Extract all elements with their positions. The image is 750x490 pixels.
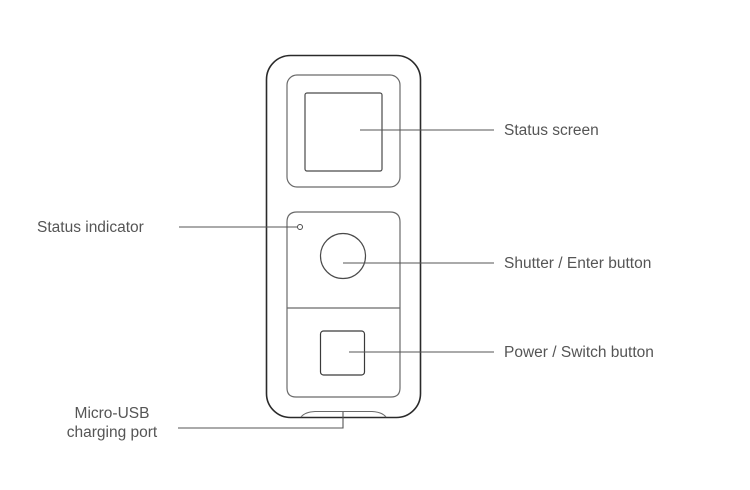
label-shutter-enter-button: Shutter / Enter button [504, 255, 652, 272]
label-micro-usb-port: Micro-USB charging port [52, 404, 172, 442]
label-status-indicator: Status indicator [37, 219, 144, 236]
status-screen-bezel [286, 74, 401, 188]
label-status-screen: Status screen [504, 122, 599, 139]
device-body [265, 54, 422, 419]
micro-usb-port [300, 410, 387, 418]
label-micro-usb-line2: charging port [66, 424, 158, 441]
status-screen [304, 92, 383, 172]
label-micro-usb-line1: Micro-USB [74, 405, 150, 422]
leader-line-micro-usb [178, 412, 344, 429]
label-power-switch-button: Power / Switch button [504, 344, 654, 361]
button-panel [286, 211, 401, 398]
power-switch-button[interactable] [319, 330, 366, 376]
shutter-enter-button[interactable] [319, 232, 367, 280]
status-indicator-led[interactable] [297, 224, 303, 230]
